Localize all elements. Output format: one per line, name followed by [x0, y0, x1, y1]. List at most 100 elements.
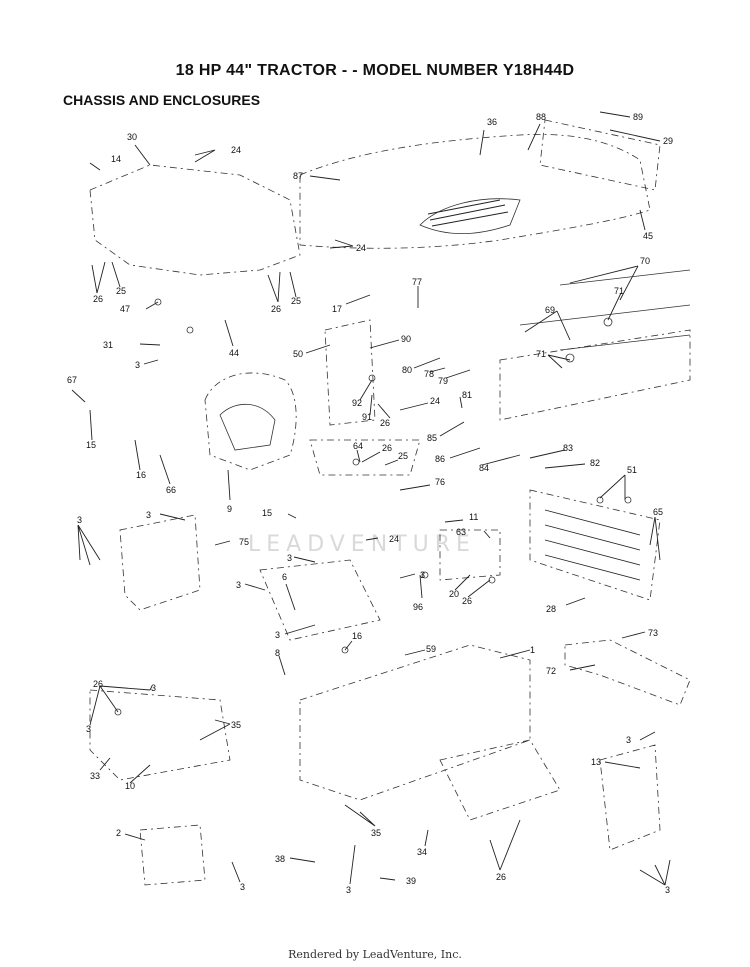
- callout-label: 24: [430, 396, 440, 406]
- callout-label: 24: [231, 145, 241, 155]
- callout-label: 1: [530, 645, 535, 655]
- callout-label: 20: [449, 589, 459, 599]
- callout-label: 38: [275, 854, 285, 864]
- callout-label: 3: [146, 510, 151, 520]
- side-panel-11: [119, 514, 201, 611]
- callout-label: 88: [536, 112, 546, 122]
- callout-label: 24: [389, 534, 399, 544]
- callout-label: 36: [487, 117, 497, 127]
- callout-label: 15: [262, 508, 272, 518]
- callout-label: 63: [456, 527, 466, 537]
- callout-label: 50: [293, 349, 303, 359]
- callout-label: 96: [413, 602, 423, 612]
- bracket-72: [564, 639, 691, 706]
- callout-label: 3: [86, 724, 91, 734]
- callout-label: 25: [291, 296, 301, 306]
- callout-label: 81: [462, 390, 472, 400]
- callout-label: 3: [626, 735, 631, 745]
- callout-label: 3: [420, 570, 425, 580]
- callout-label: 3: [287, 553, 292, 563]
- callout-label: 83: [563, 443, 573, 453]
- callout-label: 35: [231, 720, 241, 730]
- watermark-text: LEADVENTURE: [248, 532, 476, 557]
- callout-label: 3: [240, 882, 245, 892]
- callout-label: 3: [275, 630, 280, 640]
- diagram-title: 18 HP 44" TRACTOR - - MODEL NUMBER Y18H4…: [175, 62, 575, 79]
- callout-label: 92: [352, 398, 362, 408]
- callout-label: 33: [90, 771, 100, 781]
- panel-13: [599, 744, 661, 851]
- mount-plates: [259, 529, 501, 641]
- grille-part: [529, 489, 661, 601]
- callout-label: 64: [353, 441, 363, 451]
- callout-label: 11: [469, 512, 478, 522]
- callout-label: 71: [614, 286, 624, 296]
- callout-label: 90: [401, 334, 411, 344]
- hood-part: [299, 119, 661, 249]
- callout-label: 25: [398, 451, 408, 461]
- callout-label: 17: [332, 304, 342, 314]
- callout-label: 25: [116, 286, 126, 296]
- callout-label: 15: [86, 440, 96, 450]
- callout-label: 44: [229, 348, 239, 358]
- callout-label: 39: [406, 876, 416, 886]
- callout-label: 70: [640, 256, 650, 266]
- callout-label: 24: [356, 243, 366, 253]
- callout-label: 77: [412, 277, 422, 287]
- panel-30: [89, 164, 301, 276]
- callout-label: 86: [435, 454, 445, 464]
- callout-label: 29: [663, 136, 673, 146]
- callout-label: 51: [627, 465, 637, 475]
- callout-label: 30: [127, 132, 137, 142]
- callout-label: 26: [271, 304, 281, 314]
- callout-label: 2: [116, 828, 121, 838]
- callout-label: 9: [227, 504, 232, 514]
- callout-label: 13: [591, 757, 601, 767]
- dash-panel: [309, 319, 421, 476]
- callout-label: 3: [77, 515, 82, 525]
- callout-label: 6: [282, 572, 287, 582]
- callout-label: 26: [382, 443, 392, 453]
- callout-label: 82: [590, 458, 600, 468]
- callout-label: 67: [67, 375, 77, 385]
- callout-label: 26: [93, 679, 103, 689]
- frame-rails: [499, 269, 691, 421]
- callout-label: 26: [380, 418, 390, 428]
- callout-label: 3: [665, 885, 670, 895]
- callout-label: 26: [462, 596, 472, 606]
- callout-label: 35: [371, 828, 381, 838]
- callout-label: 26: [93, 294, 103, 304]
- fasteners: [114, 298, 632, 716]
- lower-left-panels: [89, 689, 231, 886]
- callout-label: 72: [546, 666, 556, 676]
- callout-label: 26: [496, 872, 506, 882]
- callout-label: 85: [427, 433, 437, 443]
- callout-label: 87: [293, 171, 303, 181]
- callout-label: 14: [111, 154, 121, 164]
- callout-label: 65: [653, 507, 663, 517]
- leader-lines: [71, 111, 671, 886]
- callout-label: 71: [536, 349, 546, 359]
- callout-label: 91: [362, 412, 372, 422]
- callout-label: 3: [135, 360, 140, 370]
- callout-label: 16: [352, 631, 362, 641]
- callout-label: 47: [120, 304, 130, 314]
- fender-part: [204, 372, 297, 471]
- callout-label: 3: [236, 580, 241, 590]
- callout-label: 69: [545, 305, 555, 315]
- callout-label: 31: [103, 340, 113, 350]
- callout-label: 10: [125, 781, 135, 791]
- callout-label: 84: [479, 463, 489, 473]
- callout-label: 34: [417, 847, 427, 857]
- callout-label: 73: [648, 628, 658, 638]
- callout-label: 66: [166, 485, 176, 495]
- section-title: CHASSIS AND ENCLOSURES: [63, 92, 261, 108]
- callout-label: 78: [424, 369, 434, 379]
- callout-label: 80: [402, 365, 412, 375]
- callout-label: 8: [275, 648, 280, 658]
- callout-label: 79: [438, 376, 448, 386]
- callout-label: 28: [546, 604, 556, 614]
- footer-credit: Rendered by LeadVenture, Inc.: [288, 948, 462, 961]
- callout-labels: 14 24 30 36 88 89 29 87 24 45 26 25 26 2…: [67, 112, 673, 895]
